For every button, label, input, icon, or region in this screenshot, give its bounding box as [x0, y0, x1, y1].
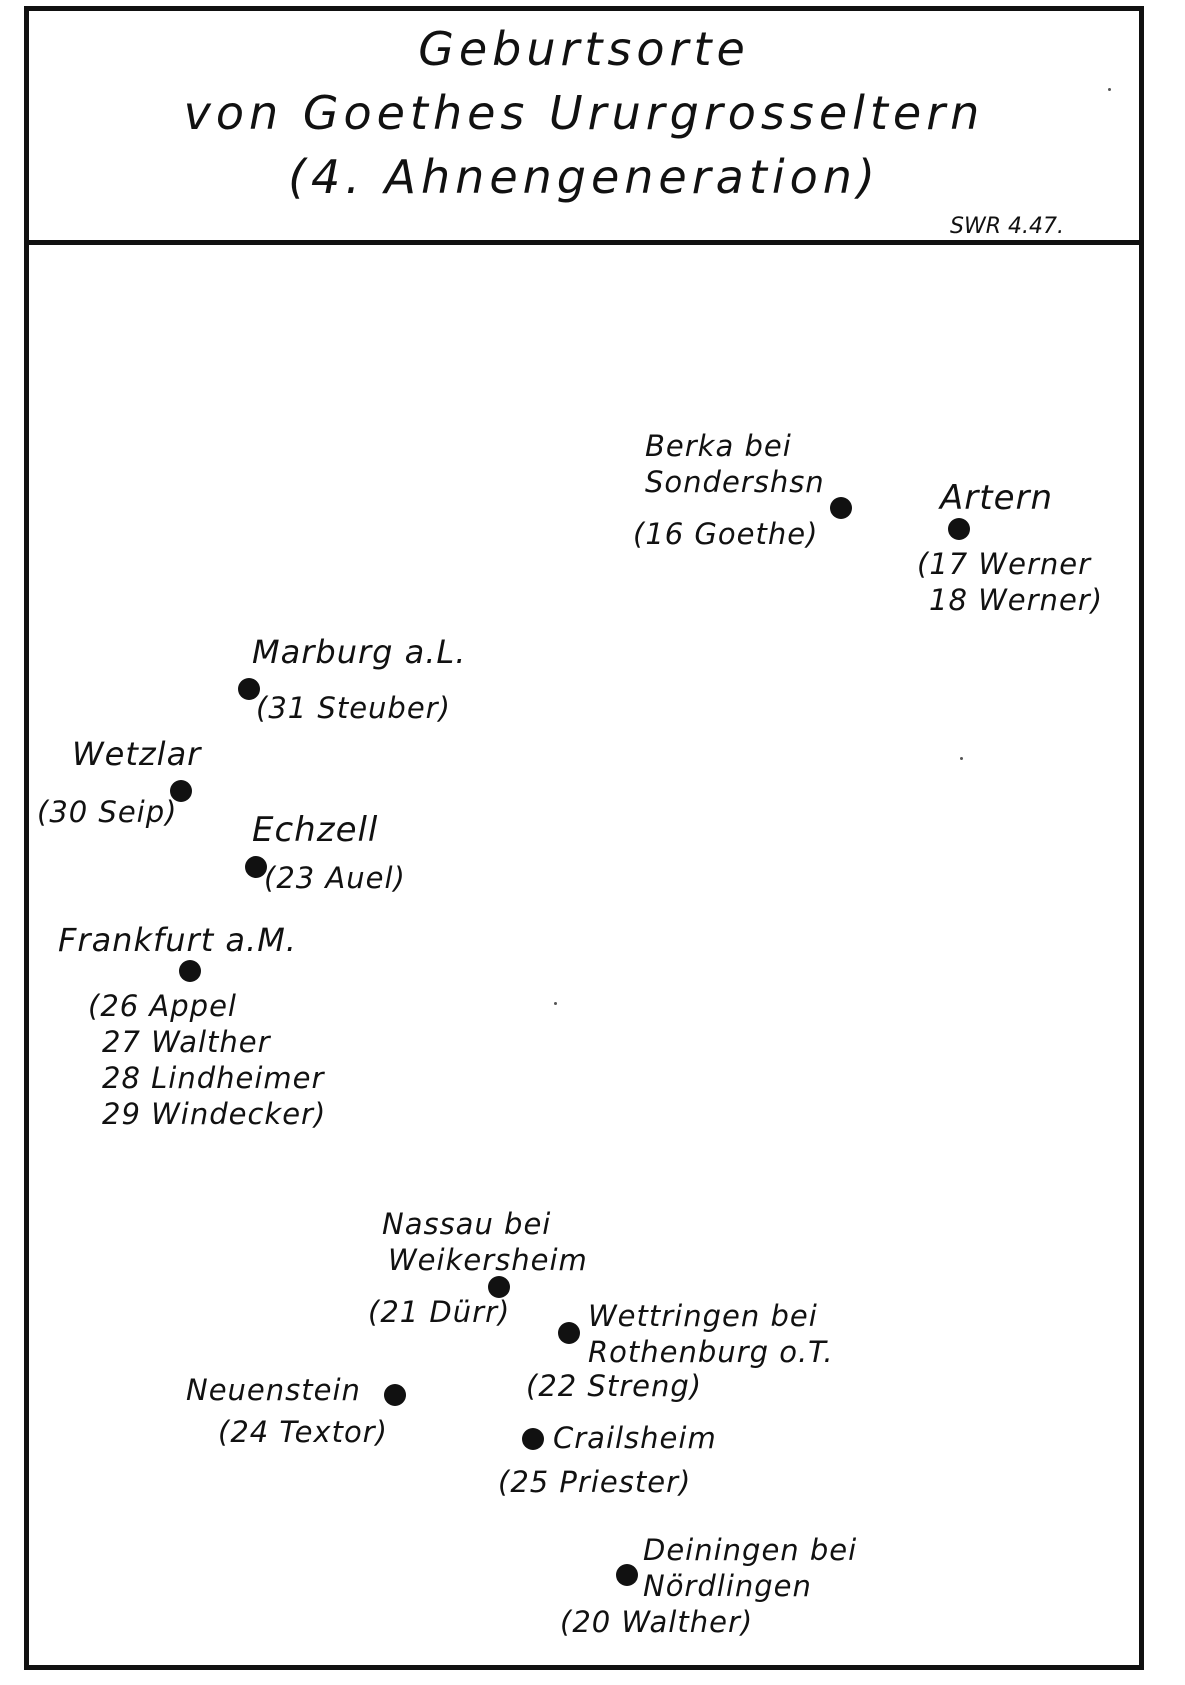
- place-deiningen-name-line1: Deiningen bei: [643, 1533, 858, 1567]
- place-wetzlar-people: (30 Seip): [37, 794, 177, 830]
- title-line-3: (4. Ahnengeneration): [288, 150, 880, 204]
- place-artern-name: Artern: [940, 478, 1054, 518]
- title-divider: [24, 240, 1144, 245]
- place-berka-person: (16 Goethe): [633, 517, 819, 551]
- place-echzell-marker: [245, 856, 267, 878]
- place-crailsheim-person: (25 Priester): [498, 1465, 692, 1499]
- place-nassau-person: (21 Dürr): [368, 1295, 511, 1329]
- place-frankfurt-person: 28 Lindheimer: [102, 1061, 325, 1095]
- place-deiningen-name-line2: Nördlingen: [643, 1569, 812, 1603]
- place-nassau-name: Nassau bei Weikersheim: [382, 1206, 588, 1278]
- place-nassau-people: (21 Dürr): [368, 1294, 510, 1330]
- place-wetzlar-name: Wetzlar: [72, 735, 202, 773]
- place-marburg-person: (31 Steuber): [256, 691, 451, 725]
- place-echzell-person: (23 Auel): [264, 861, 406, 895]
- place-frankfurt-person: 29 Windecker): [102, 1097, 327, 1131]
- place-artern-person: (17 Werner: [917, 547, 1092, 581]
- place-berka-people: (16 Goethe): [633, 516, 818, 552]
- place-marburg-people: (31 Steuber): [256, 690, 451, 726]
- title-line-2: von Goethes Urur­grosseltern: [183, 86, 985, 140]
- place-crailsheim-name: Crailsheim: [553, 1421, 717, 1455]
- place-frankfurt-person: 27 Walther: [102, 1025, 271, 1059]
- title-line-1: Geburtsorte: [418, 22, 750, 76]
- place-artern-people: (17 Werner 18 Werner): [917, 546, 1103, 618]
- place-wettringen-name: Wettringen bei Rothenburg o.T.: [588, 1298, 834, 1370]
- place-berka-name-line1: Berka bei: [645, 429, 792, 463]
- place-deiningen-person: (20 Walther): [560, 1605, 754, 1639]
- place-wettringen-people: (22 Streng): [526, 1368, 702, 1404]
- place-neuenstein-people: (24 Textor): [218, 1414, 388, 1450]
- place-echzell-name: Echzell: [252, 810, 379, 850]
- place-berka-name: Berka bei Sondershsn: [645, 428, 825, 500]
- place-wettringen-marker: [558, 1322, 580, 1344]
- place-wetzlar-marker: [170, 780, 192, 802]
- place-berka-marker: [830, 497, 852, 519]
- place-neuenstein-marker: [384, 1384, 406, 1406]
- place-wetzlar-person: (30 Seip): [37, 795, 178, 829]
- place-neuenstein-name: Neuenstein: [186, 1373, 361, 1407]
- place-berka-name-line2: Sondershsn: [645, 465, 825, 499]
- place-neuenstein-person: (24 Textor): [218, 1415, 388, 1449]
- scan-speck: [1108, 88, 1111, 91]
- place-frankfurt-name: Frankfurt a.M.: [58, 921, 297, 959]
- place-artern-person: 18 Werner): [929, 583, 1104, 617]
- place-frankfurt-person: (26 Appel: [88, 989, 237, 1023]
- place-wettringen-name-line1: Wettringen bei: [588, 1299, 818, 1333]
- signature: SWR 4.47.: [950, 214, 1064, 239]
- place-nassau-name-line2: Weikersheim: [388, 1243, 588, 1277]
- place-echzell-people: (23 Auel): [264, 860, 406, 896]
- place-crailsheim-marker: [522, 1428, 544, 1450]
- place-nassau-marker: [488, 1276, 510, 1298]
- place-deiningen-marker: [616, 1564, 638, 1586]
- place-marburg-marker: [238, 678, 260, 700]
- place-wettringen-name-line2: Rothenburg o.T.: [588, 1335, 834, 1369]
- place-artern-marker: [948, 518, 970, 540]
- place-nassau-name-line1: Nassau bei: [382, 1207, 552, 1241]
- scan-speck: [554, 1002, 557, 1005]
- map-frame: [24, 6, 1144, 1670]
- place-frankfurt-marker: [179, 960, 201, 982]
- place-crailsheim-people: (25 Priester): [498, 1464, 691, 1500]
- scan-speck: [960, 757, 963, 760]
- place-deiningen-name: Deiningen bei Nördlingen: [643, 1532, 857, 1604]
- place-wettringen-person: (22 Streng): [526, 1369, 703, 1403]
- place-frankfurt-people: (26 Appel 27 Walther 28 Lindheimer 29 Wi…: [88, 988, 326, 1132]
- place-deiningen-people: (20 Walther): [560, 1604, 753, 1640]
- place-marburg-name: Marburg a.L.: [252, 633, 467, 671]
